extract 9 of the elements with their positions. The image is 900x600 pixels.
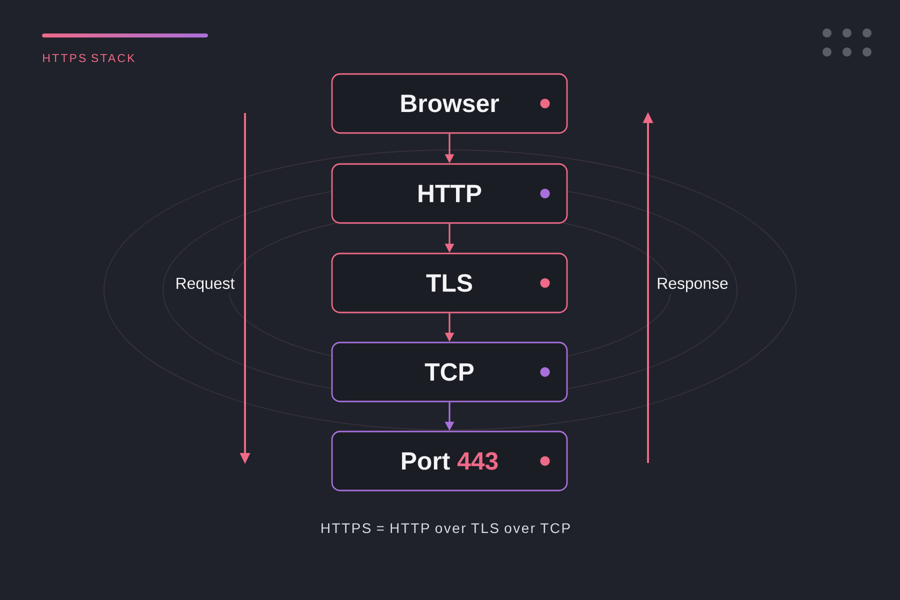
process-box: HTTP bbox=[331, 163, 568, 224]
caption: HTTPS = HTTP over TLS over TCP bbox=[322, 523, 570, 534]
title: HTTPS STACK bbox=[43, 54, 135, 62]
process-box: TCP bbox=[331, 342, 568, 402]
direction-label: Response bbox=[655, 276, 730, 294]
process-box: Browser bbox=[331, 73, 568, 134]
process-box: TLS bbox=[331, 252, 568, 314]
process-box: Port 443 bbox=[331, 430, 568, 492]
direction-label: Request bbox=[174, 276, 236, 294]
